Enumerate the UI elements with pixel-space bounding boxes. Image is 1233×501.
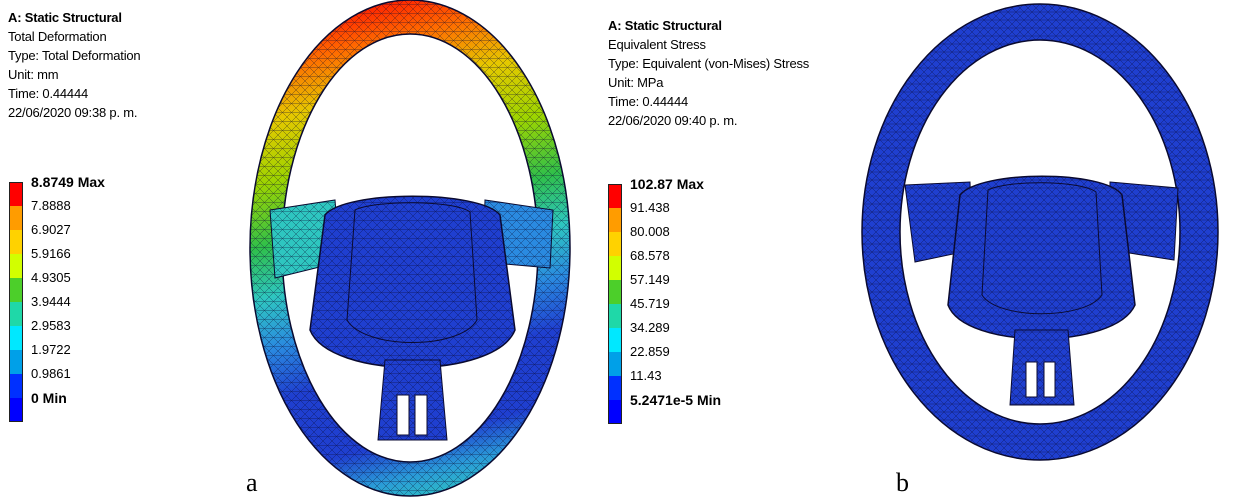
panel-a-legend-min: 0 Min bbox=[31, 390, 67, 406]
panel-b-unit: Unit: MPa bbox=[608, 75, 664, 90]
panel-b-legend-max: 102.87 Max bbox=[630, 176, 704, 192]
panel-a-legend-value: 2.9583 bbox=[31, 318, 71, 333]
legend-swatch bbox=[9, 230, 23, 254]
panel-a-legend-value: 7.8888 bbox=[31, 198, 71, 213]
legend-swatch bbox=[608, 232, 622, 256]
legend-swatch bbox=[9, 326, 23, 350]
legend-swatch bbox=[9, 278, 23, 302]
panel-b-legend-value: 22.859 bbox=[630, 344, 670, 359]
panel-a-legend-value: 5.9166 bbox=[31, 246, 71, 261]
legend-swatch bbox=[608, 208, 622, 232]
panel-a-result-type: Type: Total Deformation bbox=[8, 48, 141, 63]
panel-a-legend-max: 8.8749 Max bbox=[31, 174, 105, 190]
panel-a-info: A: Static Structural Total Deformation T… bbox=[8, 8, 141, 122]
panel-a-legend-value: 3.9444 bbox=[31, 294, 71, 309]
panel-b-legend-value: 80.008 bbox=[630, 224, 670, 239]
panel-a-time: Time: 0.44444 bbox=[8, 86, 89, 101]
panel-b-legend-value: 34.289 bbox=[630, 320, 670, 335]
panel-b-result-name: Equivalent Stress bbox=[608, 37, 706, 52]
panel-b-legend-value: 57.149 bbox=[630, 272, 670, 287]
panel-b-caption: b bbox=[896, 468, 909, 497]
panel-b-title: A: Static Structural bbox=[608, 18, 722, 33]
legend-swatch bbox=[9, 302, 23, 326]
panel-b-legend-min: 5.2471e-5 Min bbox=[630, 392, 722, 408]
legend-swatch bbox=[9, 350, 23, 374]
panel-a-timestamp: 22/06/2020 09:38 p. m. bbox=[8, 105, 138, 120]
panel-a-legend-value: 4.9305 bbox=[31, 270, 71, 285]
panel-b-result-type: Type: Equivalent (von-Mises) Stress bbox=[608, 56, 810, 71]
legend-swatch bbox=[608, 328, 622, 352]
legend-swatch bbox=[608, 376, 622, 400]
panel-b-legend-value: 91.438 bbox=[630, 200, 670, 215]
panel-a-legend-value: 1.9722 bbox=[31, 342, 71, 357]
panel-a-title: A: Static Structural bbox=[8, 10, 122, 25]
panel-a-caption: a bbox=[246, 468, 258, 497]
panel-a-legend-value: 6.9027 bbox=[31, 222, 71, 237]
panel-a-unit: Unit: mm bbox=[8, 67, 59, 82]
panel-b-legend-value: 68.578 bbox=[630, 248, 670, 263]
legend-swatch bbox=[9, 374, 23, 398]
legend-swatch bbox=[608, 304, 622, 328]
panel-a-legend-value: 0.9861 bbox=[31, 366, 71, 381]
steering-wheel-deformation-model bbox=[215, 0, 615, 501]
legend-swatch bbox=[9, 206, 23, 230]
legend-swatch bbox=[608, 184, 622, 208]
legend-swatch bbox=[608, 400, 622, 424]
legend-swatch bbox=[9, 254, 23, 278]
panel-b-info: A: Static Structural Equivalent Stress T… bbox=[608, 16, 809, 130]
legend-swatch bbox=[9, 398, 23, 422]
steering-wheel-stress-model bbox=[860, 0, 1230, 501]
panel-b-timestamp: 22/06/2020 09:40 p. m. bbox=[608, 113, 738, 128]
panel-b-legend-value: 45.719 bbox=[630, 296, 670, 311]
legend-swatch bbox=[608, 256, 622, 280]
legend-swatch bbox=[9, 182, 23, 206]
legend-swatch bbox=[608, 352, 622, 376]
panel-b-time: Time: 0.44444 bbox=[608, 94, 689, 109]
panel-a-result-name: Total Deformation bbox=[8, 29, 107, 44]
panel-b-legend-value: 11.43 bbox=[630, 368, 662, 383]
legend-swatch bbox=[608, 280, 622, 304]
